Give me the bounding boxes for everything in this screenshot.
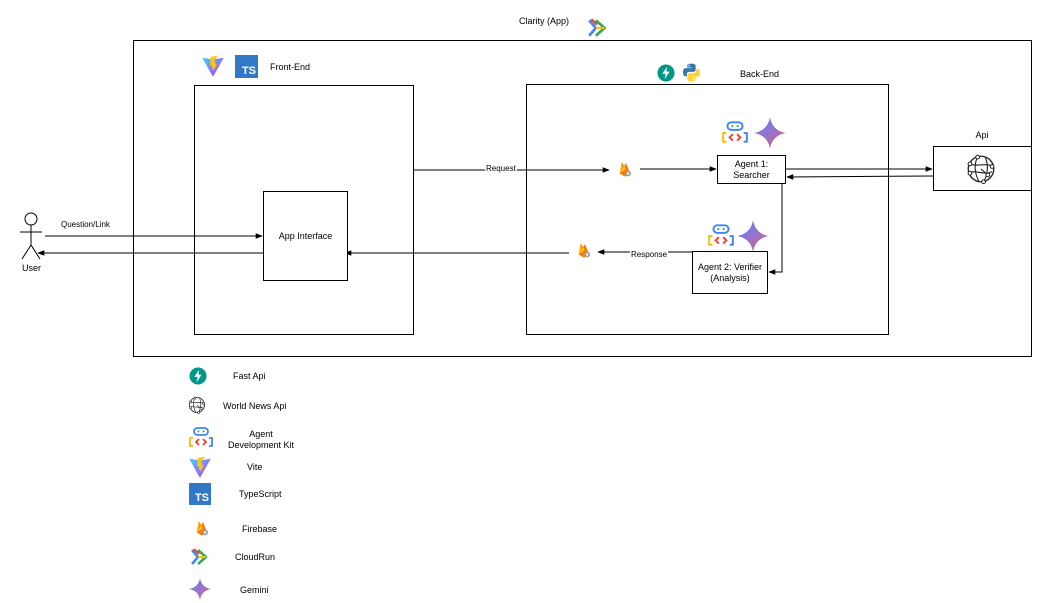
user-figure-icon [20, 212, 42, 260]
firebase-icon [575, 241, 593, 259]
edge-api-to-agent1 [786, 174, 934, 180]
fastapi-icon [189, 367, 207, 385]
user-label: User [22, 263, 42, 273]
world-news-api-icon [187, 395, 207, 415]
adk-icon [188, 426, 214, 448]
gemini-icon [754, 117, 786, 149]
app-container [133, 40, 1032, 357]
edge-label-request: Request [485, 164, 517, 174]
adk-icon [721, 121, 749, 143]
world-news-api-icon [964, 152, 998, 186]
legend-item-label: Vite [247, 462, 263, 472]
legend-item-label: CloudRun [235, 552, 276, 562]
api-label: Api [975, 130, 989, 140]
agent2-node: Agent 2: Verifier (Analysis) [692, 251, 768, 294]
typescript-icon: TS [189, 483, 211, 505]
adk-icon [707, 224, 735, 246]
legend-item-label: Firebase [242, 524, 278, 534]
legend-item-label: Gemini [240, 585, 269, 595]
python-icon [681, 62, 702, 83]
firebase-icon [193, 519, 211, 537]
vite-icon [201, 54, 225, 78]
legend-item-label: World News Api [223, 401, 287, 411]
legend-item-label: Agent Development Kit [227, 429, 295, 450]
cloudrun-icon [587, 17, 609, 39]
front-end-label: Front-End [270, 62, 311, 72]
edge-label-question-link: Question/Link [60, 220, 111, 230]
app-interface-node: App Interface [263, 191, 348, 281]
gemini-icon [737, 220, 769, 252]
edge-agent1-to-agent2 [768, 184, 783, 275]
gemini-icon [189, 578, 211, 600]
app-title: Clarity (App) [519, 16, 570, 26]
edge-label-response: Response [630, 250, 669, 260]
agent1-node: Agent 1: Searcher [717, 155, 786, 184]
legend-item-label: Fast Api [233, 371, 266, 381]
fastapi-icon [657, 64, 675, 82]
vite-icon [188, 455, 212, 479]
back-end-label: Back-End [740, 69, 780, 79]
typescript-icon: TS [235, 55, 258, 78]
back-end-group [526, 84, 889, 335]
firebase-icon [616, 160, 634, 178]
front-end-group [194, 85, 414, 335]
cloudrun-icon [190, 547, 210, 567]
legend-item-label: TypeScript [239, 489, 282, 499]
